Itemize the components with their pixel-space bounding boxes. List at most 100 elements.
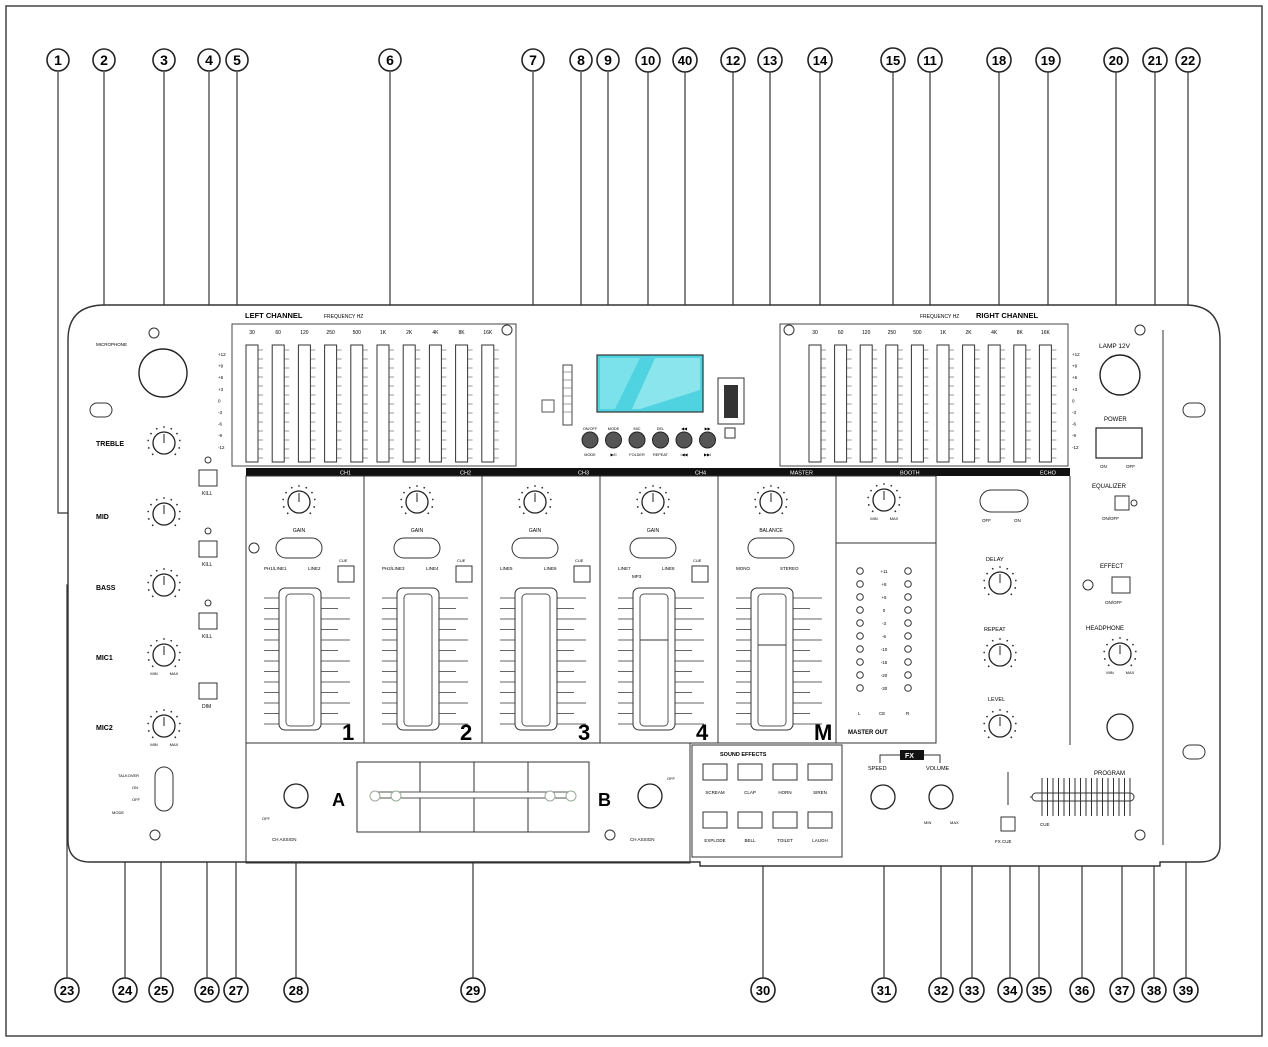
- effect-pad-scream[interactable]: [702, 763, 728, 781]
- cue-button[interactable]: [691, 565, 709, 583]
- treble-knob[interactable]: [147, 426, 181, 456]
- eq-slider-2K[interactable]: [962, 344, 980, 463]
- eq-slider-4K[interactable]: [987, 344, 1006, 463]
- eq-slider-250[interactable]: [324, 344, 342, 463]
- power-switch[interactable]: [1095, 427, 1143, 459]
- input-select-switch[interactable]: [511, 537, 559, 559]
- ch-assign-a-knob[interactable]: [283, 783, 309, 809]
- input-select-switch[interactable]: [393, 537, 441, 559]
- meter-led-right: [904, 684, 912, 692]
- channel-fader[interactable]: [500, 587, 586, 731]
- headphone-jack[interactable]: [1106, 713, 1134, 741]
- callout-35: 35: [1026, 977, 1052, 1003]
- callout-18-label: 18: [992, 53, 1006, 68]
- player-button-label: MIC: [634, 427, 641, 431]
- microphone-jack[interactable]: [138, 348, 188, 398]
- fx-volume-min: MIN: [924, 820, 931, 825]
- cue-fader[interactable]: [1030, 778, 1135, 816]
- equalizer-button[interactable]: [1114, 495, 1130, 511]
- level-knob[interactable]: [983, 709, 1017, 739]
- kill-button-1[interactable]: [198, 469, 218, 487]
- effect-pad-bell[interactable]: [737, 811, 763, 829]
- cue-button[interactable]: [337, 565, 355, 583]
- channel-number: M: [814, 720, 832, 745]
- mid-knob[interactable]: [147, 497, 181, 527]
- eq-slider-16K[interactable]: [481, 344, 499, 463]
- channel-fader[interactable]: [264, 587, 350, 731]
- input-select-switch[interactable]: [629, 537, 677, 559]
- player-button-2[interactable]: [628, 431, 646, 449]
- eq-db-label: 0: [1072, 398, 1075, 403]
- eq-slider-250[interactable]: [885, 344, 903, 463]
- channel-fader[interactable]: [618, 587, 704, 731]
- channel-fader[interactable]: [382, 587, 468, 731]
- player-button-3[interactable]: [652, 431, 669, 449]
- eq-slider-120[interactable]: [859, 344, 878, 463]
- effect-pad-laugh[interactable]: [807, 811, 833, 829]
- input-label-b: LINE2: [308, 566, 321, 571]
- eq-slider-500[interactable]: [910, 344, 929, 463]
- eq-slider-60[interactable]: [834, 344, 852, 463]
- speed-knob[interactable]: [870, 784, 896, 810]
- player-button-1[interactable]: [605, 431, 622, 449]
- input-select-switch[interactable]: [747, 537, 795, 559]
- eq-slider-2K[interactable]: [402, 344, 421, 463]
- eq-slider-1K[interactable]: [376, 344, 394, 463]
- fx-cue-button[interactable]: [1000, 816, 1016, 832]
- sd-icon: [724, 427, 736, 439]
- eq-slider-500[interactable]: [350, 344, 368, 463]
- ch-assign-b-knob[interactable]: [637, 783, 663, 809]
- talkover-switch[interactable]: [154, 766, 174, 812]
- eq-slider-60[interactable]: [271, 344, 290, 463]
- lamp-jack[interactable]: [1099, 354, 1141, 396]
- player-button-4[interactable]: [675, 431, 693, 449]
- gain-knob-3[interactable]: [518, 485, 552, 515]
- gain-knob-1[interactable]: [282, 485, 316, 515]
- eq-slider-4K[interactable]: [428, 344, 447, 463]
- cue-button[interactable]: [573, 565, 591, 583]
- eq-slider-30[interactable]: [808, 344, 826, 463]
- crossfader-track[interactable]: [377, 791, 569, 799]
- echo-switch[interactable]: [979, 489, 1029, 513]
- eq-slider-120[interactable]: [297, 344, 316, 463]
- effect-pad-explode[interactable]: [702, 811, 728, 829]
- channel-fader[interactable]: [736, 587, 822, 731]
- gain-knob-2[interactable]: [400, 485, 434, 515]
- delay-knob[interactable]: [983, 566, 1017, 596]
- eq-db-label: +9: [218, 364, 224, 369]
- dim-button[interactable]: [198, 682, 218, 700]
- eq-slider-1K[interactable]: [936, 344, 954, 463]
- eq-slider-8K[interactable]: [1013, 344, 1031, 463]
- echo-on-label: ON: [1014, 518, 1021, 523]
- effect-pad-clap[interactable]: [737, 763, 763, 781]
- player-button-5[interactable]: [699, 431, 716, 449]
- repeat-knob[interactable]: [983, 638, 1017, 668]
- kill-button-3[interactable]: [198, 612, 218, 630]
- fx-volume-knob[interactable]: [928, 784, 954, 810]
- effect-pad-toilet[interactable]: [772, 811, 798, 829]
- eq-db-label: -9: [1072, 433, 1076, 438]
- cue-button[interactable]: [455, 565, 473, 583]
- effect-pad-horn[interactable]: [772, 763, 798, 781]
- kill-button-2[interactable]: [198, 540, 218, 558]
- eq-slider-30[interactable]: [245, 344, 263, 463]
- effect-pad-siren[interactable]: [807, 763, 833, 781]
- eq-slider-16K[interactable]: [1038, 344, 1057, 463]
- gain-knob-4[interactable]: [636, 485, 670, 515]
- player-button-0[interactable]: [581, 431, 599, 449]
- callout-37-label: 37: [1115, 983, 1129, 998]
- power-off-label: OFF: [1126, 464, 1135, 469]
- balance-knob[interactable]: [754, 485, 788, 515]
- usb-slot[interactable]: [562, 364, 573, 426]
- input-select-switch[interactable]: [275, 537, 323, 559]
- eq-slider-8K[interactable]: [455, 344, 473, 463]
- bass-knob[interactable]: [147, 568, 181, 598]
- effect-button[interactable]: [1111, 576, 1131, 594]
